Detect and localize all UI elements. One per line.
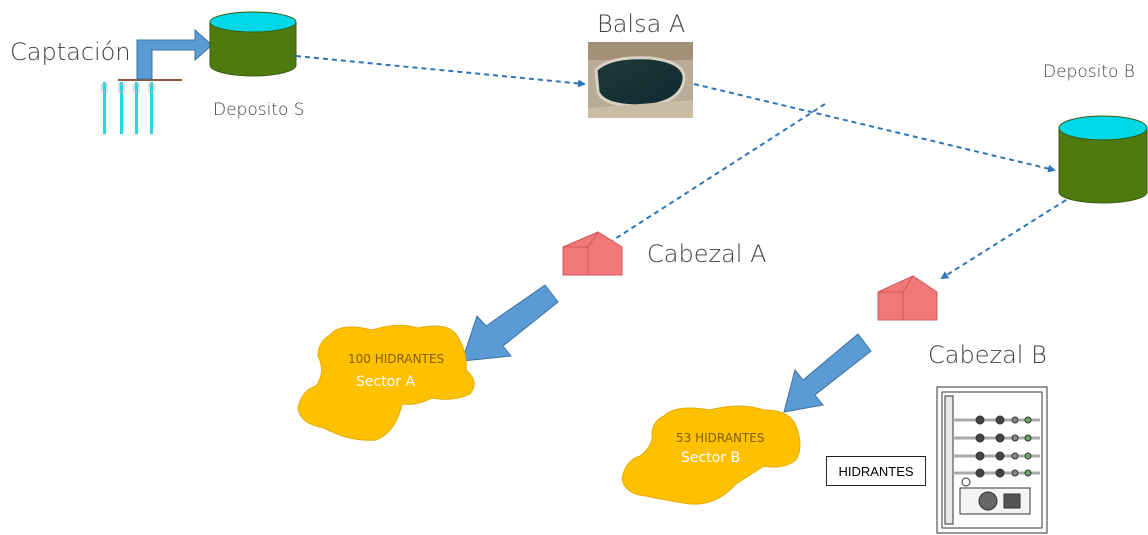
captacion-label: Captación: [10, 38, 131, 66]
hidrantes-schematic: [936, 386, 1048, 534]
balsa-a-label: Balsa A: [597, 10, 686, 38]
sector-a-hydrants: 100 HIDRANTES: [348, 352, 445, 366]
sector-b-hydrants: 53 HIDRANTES: [676, 431, 765, 445]
deposito-b-tank: [1058, 115, 1148, 204]
sector-a-blob: [297, 324, 475, 441]
deposito-s-label: Deposito S: [213, 100, 305, 120]
big-arrow-b: [783, 333, 872, 413]
big-arrow-a: [461, 284, 559, 362]
hidrantes-label: HIDRANTES: [838, 463, 914, 479]
deposito-b-label: Deposito B: [1043, 62, 1135, 82]
cabezal-a-house: [562, 231, 623, 276]
captacion-wells: [101, 79, 182, 134]
captacion-elbow-arrow: [136, 28, 213, 80]
cabezal-b-house: [877, 275, 938, 321]
sector-b-name: Sector B: [681, 450, 741, 466]
balsa-a-photo: [588, 42, 693, 118]
flow-arrows: [295, 55, 1067, 280]
sector-a-name: Sector A: [356, 374, 416, 390]
cabezal-b-label: Cabezal B: [928, 341, 1047, 369]
cabezal-a-label: Cabezal A: [647, 240, 767, 268]
deposito-s-tank: [209, 11, 297, 77]
sector-b-blob: [621, 405, 801, 505]
hidrantes-label-box: HIDRANTES: [826, 456, 926, 486]
